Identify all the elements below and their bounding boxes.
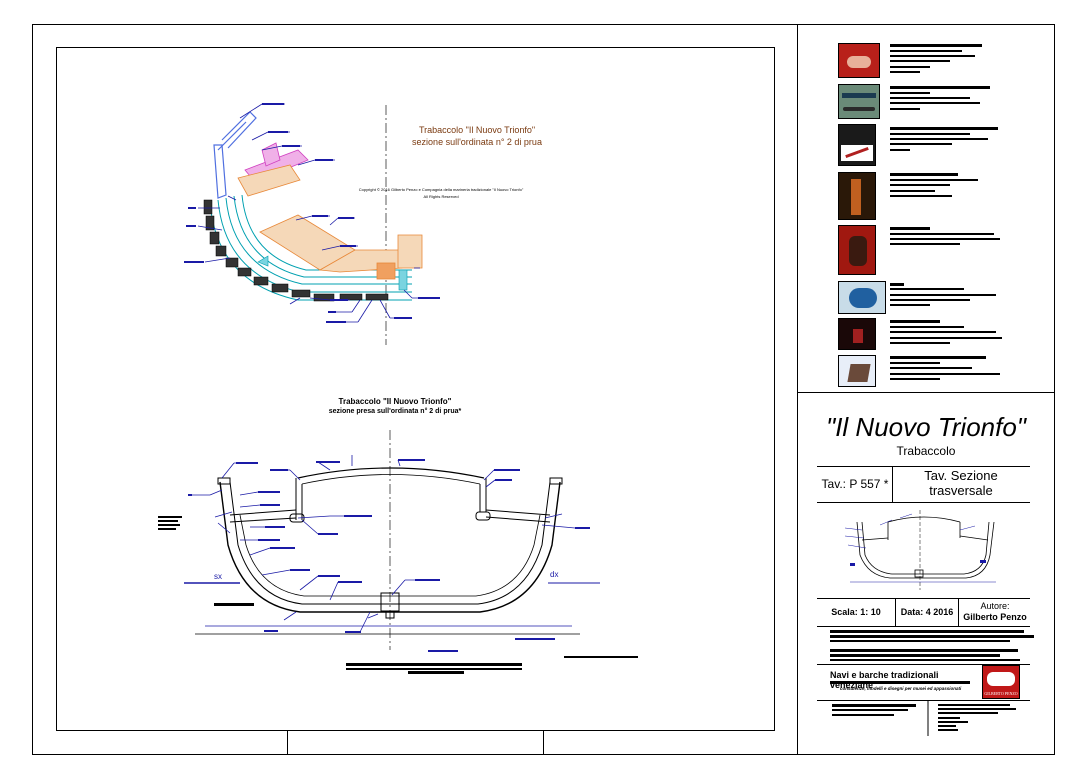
reference-thumbnail[interactable] <box>838 355 876 387</box>
title-divider-6 <box>817 700 1030 701</box>
right-column-divider <box>797 24 798 755</box>
drawing-frame <box>56 47 775 731</box>
top-drawing-title-2: sezione sull'ordinata n° 2 di prua <box>412 137 542 147</box>
logo-text: GILBERTO PENZO <box>984 691 1018 696</box>
label-sx: sx <box>214 572 222 581</box>
bottom-drawing-title-1: Trabaccolo "Il Nuovo Trionfo" <box>338 397 452 406</box>
title-divider-4 <box>817 626 1030 627</box>
reference-thumbnail[interactable] <box>838 318 876 350</box>
scale-value: Scala: 1: 10 <box>831 607 881 617</box>
boat-type: Trabaccolo <box>896 444 956 458</box>
copyright-line-2: All Rights Reserved <box>423 194 459 199</box>
title-divider-2 <box>817 502 1030 503</box>
reference-thumbnail[interactable] <box>838 281 886 314</box>
title-divider-v1 <box>892 466 893 502</box>
sheet-number: Tav.: P 557 * <box>821 477 889 491</box>
author-label: Autore: <box>980 601 1010 611</box>
title-divider-3 <box>817 598 1030 599</box>
title-divider-1 <box>817 466 1030 467</box>
boat-name: "Il Nuovo Trionfo" <box>825 412 1027 442</box>
sheet-title: Tav. Sezione trasversale <box>924 468 998 498</box>
reference-thumbnail[interactable] <box>838 172 876 220</box>
series-underline <box>830 681 970 684</box>
bottom-cell-divider-2 <box>543 730 544 755</box>
bottom-cell-divider-1 <box>287 730 288 755</box>
title-divider-v3 <box>958 598 959 626</box>
reference-thumbnail[interactable] <box>838 43 880 78</box>
title-divider-v2 <box>895 598 896 626</box>
right-column-split <box>797 392 1055 393</box>
copyright-line-1: Copyright © 2016 Gilberto Penzo e Compag… <box>358 187 524 192</box>
title-divider-5 <box>817 664 1030 665</box>
top-drawing-title-1: Trabaccolo "Il Nuovo Trionfo" <box>418 125 536 135</box>
series-subtitle: consulenze, modelli e disegni per musei … <box>840 686 962 691</box>
reference-thumbnail[interactable] <box>838 124 876 166</box>
reference-thumbnail[interactable] <box>838 225 876 275</box>
date-value: Data: 4 2016 <box>900 607 954 617</box>
penzo-logo: GILBERTO PENZO <box>982 665 1020 699</box>
bottom-drawing-title-2: sezione presa sull'ordinata n° 2 di prua… <box>328 408 462 415</box>
reference-thumbnail[interactable] <box>838 84 880 119</box>
author-name: Gilberto Penzo <box>963 612 1027 622</box>
label-dx: dx <box>550 570 559 579</box>
series-title: Navi e barche tradizionali veneziane <box>830 670 939 690</box>
